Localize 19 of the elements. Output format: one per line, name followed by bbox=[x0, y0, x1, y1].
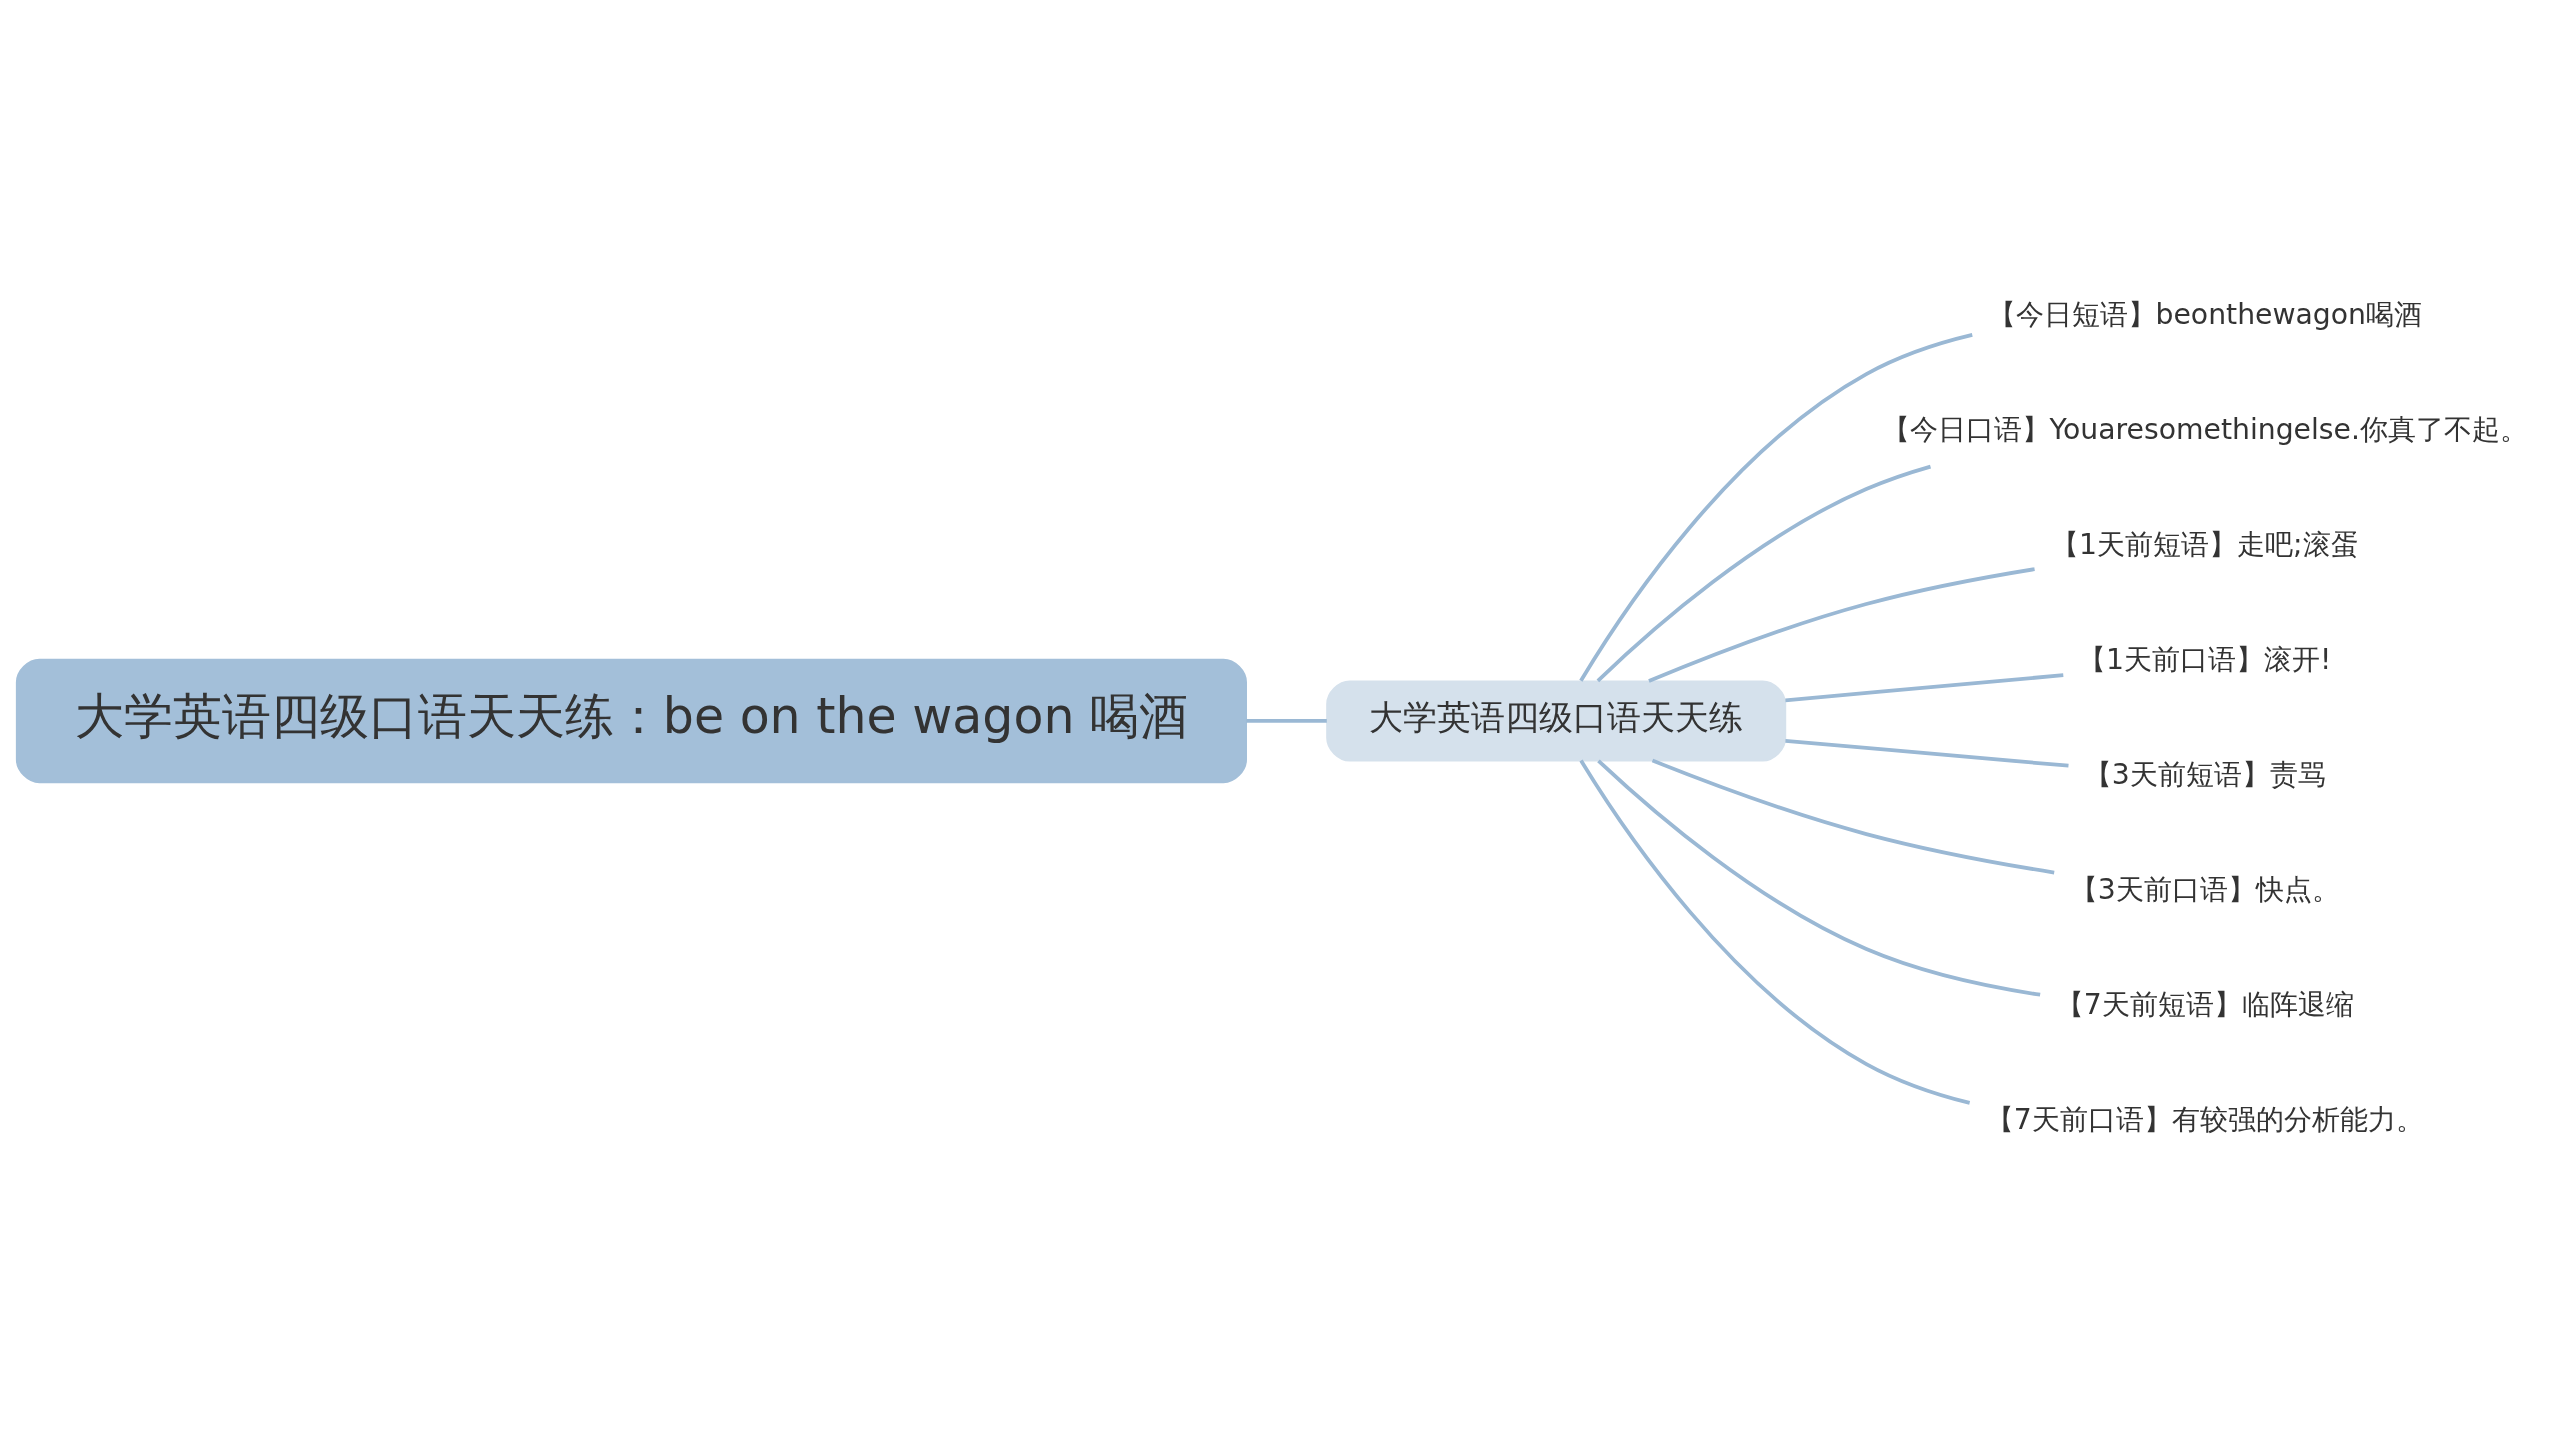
node-text: 【今日口语】Youaresomethingelse.你真了不起。 bbox=[1881, 413, 2528, 447]
connector bbox=[1596, 464, 1932, 683]
node-text: 【1天前短语】走吧;滚蛋 bbox=[2051, 528, 2359, 562]
node-text: 【7天前短语】临阵退缩 bbox=[2055, 988, 2354, 1022]
connector bbox=[1648, 567, 2035, 683]
node-box: 大学英语四级口语天天练 bbox=[1326, 680, 1787, 762]
connector bbox=[1579, 333, 1973, 682]
node-text: 【1天前口语】滚开! bbox=[2078, 643, 2332, 677]
connector bbox=[1785, 673, 2064, 703]
connector bbox=[1597, 759, 2041, 997]
node-text: 【3天前短语】责骂 bbox=[2083, 758, 2326, 792]
node-text: 【3天前口语】快点。 bbox=[2069, 873, 2340, 907]
connector bbox=[1246, 719, 1327, 723]
node-text: 【今日短语】beonthewagon喝酒 bbox=[1987, 298, 2423, 332]
node-text: 【7天前口语】有较强的分析能力。 bbox=[1985, 1103, 2424, 1137]
connector bbox=[1785, 739, 2069, 768]
connector bbox=[1579, 759, 1971, 1105]
node-box: 大学英语四级口语天天练：be on the wagon 喝酒 bbox=[15, 658, 1247, 784]
connector bbox=[1651, 758, 2055, 875]
